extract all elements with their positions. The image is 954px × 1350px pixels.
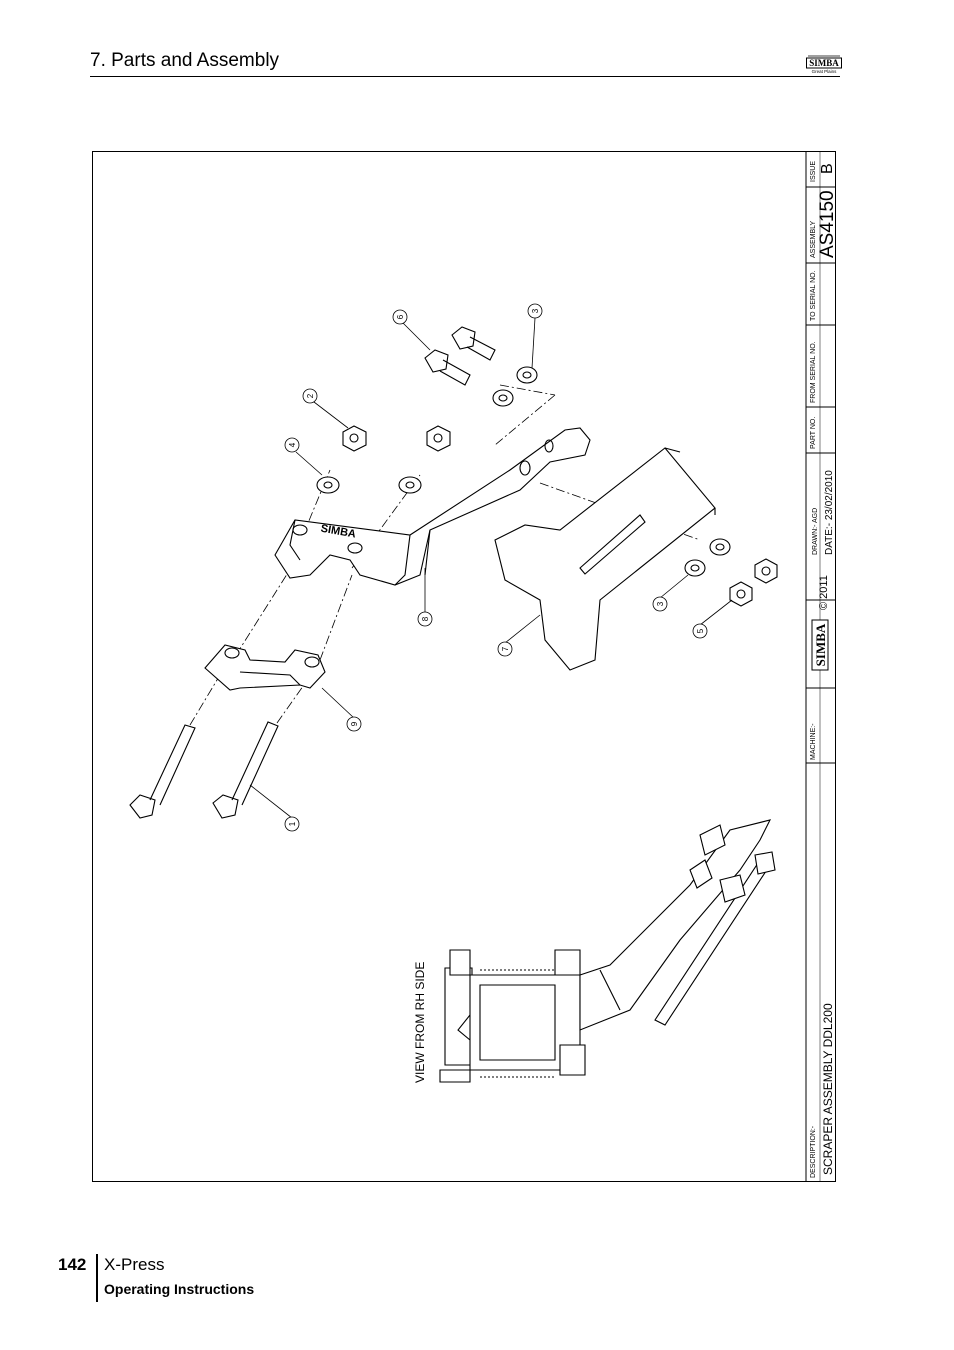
svg-text:3: 3: [531, 308, 540, 313]
title-block-simba-logo: SIMBA: [811, 619, 829, 671]
nut-lower-left: [729, 581, 753, 607]
svg-text:6: 6: [396, 314, 405, 319]
from-serial-label: FROM SERIAL NO.: [810, 341, 817, 403]
scraper-plate: [494, 447, 716, 671]
view-label: VIEW FROM RH SIDE: [413, 962, 427, 1083]
copyright-text: © 2011: [818, 575, 830, 610]
product-name: X-Press: [104, 1255, 165, 1274]
leader-lines: [249, 317, 733, 819]
drawn-label: DRAWN:- AGD: [812, 508, 819, 555]
nut-upper-right: [426, 425, 451, 452]
clamp-block: [204, 644, 326, 691]
svg-text:5: 5: [696, 628, 705, 633]
svg-text:7: 7: [501, 646, 510, 651]
document-subtitle: Operating Instructions: [104, 1281, 255, 1297]
balloon-8: 8: [417, 611, 433, 627]
bolt-long-left: [129, 724, 196, 819]
balloon-2: 2: [302, 388, 318, 404]
issue-value: B: [819, 163, 836, 174]
svg-text:4: 4: [288, 442, 297, 447]
washer-upper-right: [398, 476, 422, 494]
balloon-5: 5: [692, 623, 708, 639]
description-label: DESCRIPTION:-: [810, 1125, 817, 1178]
balloon-1: 1: [284, 816, 300, 832]
bolt-short-upper: [451, 326, 496, 361]
nut-lower-right: [754, 558, 778, 584]
machine-label: MACHINE:-: [810, 723, 817, 760]
issue-label: ISSUE: [810, 161, 817, 182]
title-block: [805, 152, 836, 1181]
to-serial-label: TO SERIAL NO.: [810, 270, 817, 321]
balloon-3-lower: 3: [652, 596, 668, 612]
svg-text:9: 9: [350, 721, 359, 726]
description-text: SCRAPER ASSEMBLY DDL200: [821, 1003, 835, 1175]
nut-upper-left: [342, 425, 367, 452]
svg-text:2: 2: [306, 393, 315, 398]
washer-lower-left: [684, 559, 706, 577]
part-no-label: PART NO.: [810, 417, 817, 449]
side-view: [439, 819, 776, 1083]
logo-text: SIMBA: [809, 58, 839, 68]
scraper-bracket: SIMBA: [274, 427, 591, 586]
svg-text:1: 1: [288, 821, 297, 826]
assembly-number: AS4150: [817, 190, 838, 258]
footer-divider: [96, 1254, 98, 1302]
simba-logo: SIMBA Great Plains: [806, 55, 842, 74]
washer-lower-right: [709, 538, 731, 556]
balloon-9: 9: [346, 716, 362, 732]
bolt-short-lower: [424, 349, 471, 386]
date-label: DATE:- 23/02/2010: [824, 470, 835, 555]
assembly-label: ASSEMBLY: [810, 220, 817, 258]
svg-text:8: 8: [421, 616, 430, 621]
washer-bolt-upper: [516, 366, 538, 384]
bolt-long-right: [212, 721, 279, 819]
balloon-7: 7: [497, 641, 513, 657]
balloon-4: 4: [284, 437, 300, 453]
drawing-frame: [92, 151, 836, 1182]
balloon-3-upper: 3: [527, 303, 543, 319]
svg-text:3: 3: [656, 601, 665, 606]
section-title: 7. Parts and Assembly: [90, 50, 280, 71]
washer-upper-left: [316, 476, 340, 494]
svg-text:SIMBA: SIMBA: [813, 623, 828, 666]
page-number: 142: [58, 1255, 87, 1274]
header-rule: [90, 76, 840, 77]
washer-bolt-lower: [492, 389, 514, 407]
logo-subtext: Great Plains: [812, 69, 838, 74]
balloons: 1 2 3 3 4 5 6 7 8 9: [284, 303, 708, 832]
balloon-6: 6: [392, 309, 408, 325]
